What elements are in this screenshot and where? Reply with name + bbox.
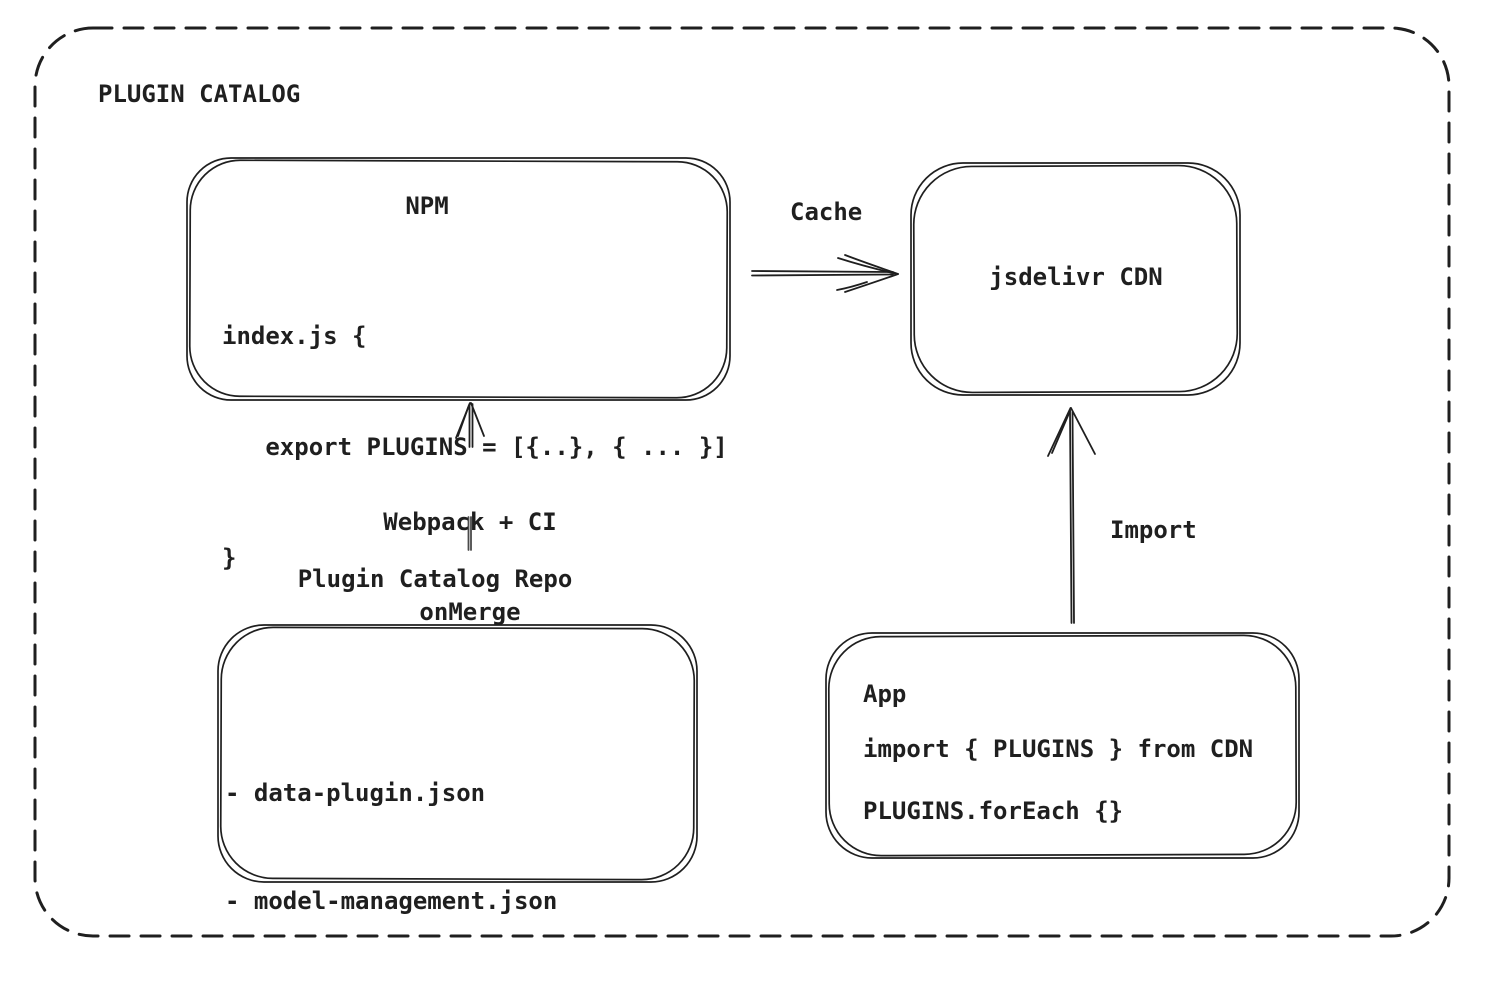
catalog-boundary-border	[33, 26, 1451, 938]
repo-box-shape	[217, 624, 698, 883]
cache-edge-label: Cache	[790, 198, 863, 226]
build-arrow-tail	[467, 516, 472, 551]
app-code-line: import { PLUGINS } from CDN	[863, 735, 1254, 763]
repo-node-title: Plugin Catalog Repo	[297, 565, 573, 593]
cache-arrow	[751, 254, 899, 293]
import-edge-label: Import	[1110, 516, 1197, 544]
cdn-node-label: jsdelivr CDN	[989, 263, 1163, 291]
build-edge-label-line2: onMerge	[419, 598, 521, 626]
app-code-line: PLUGINS.forEach {}	[863, 797, 1124, 825]
catalog-title: PLUGIN CATALOG	[98, 80, 301, 108]
repo-file-item: ...	[225, 991, 557, 1002]
npm-node-title: NPM	[405, 192, 449, 220]
app-box-shape	[825, 632, 1300, 859]
repo-file-item: - model-management.json	[225, 887, 558, 915]
import-arrow	[1047, 407, 1096, 624]
cdn-box-shape	[910, 162, 1241, 396]
npm-code-line: index.js {	[222, 322, 367, 350]
app-node-title: App	[863, 680, 907, 708]
npm-code: index.js { export PLUGINS = [{..}, { ...…	[222, 244, 728, 651]
npm-code-line: export PLUGINS = [{..}, { ... }]	[222, 433, 728, 461]
repo-file-item: - data-plugin.json	[225, 779, 486, 807]
build-edge-label: Webpack + CI onMerge	[383, 447, 556, 687]
build-edge-label-line1: Webpack + CI	[383, 508, 557, 536]
repo-file-list: - data-plugin.json - model-management.js…	[225, 703, 557, 1002]
build-arrow	[455, 402, 485, 448]
npm-code-line: }	[222, 544, 237, 572]
npm-box-shape	[186, 157, 731, 401]
